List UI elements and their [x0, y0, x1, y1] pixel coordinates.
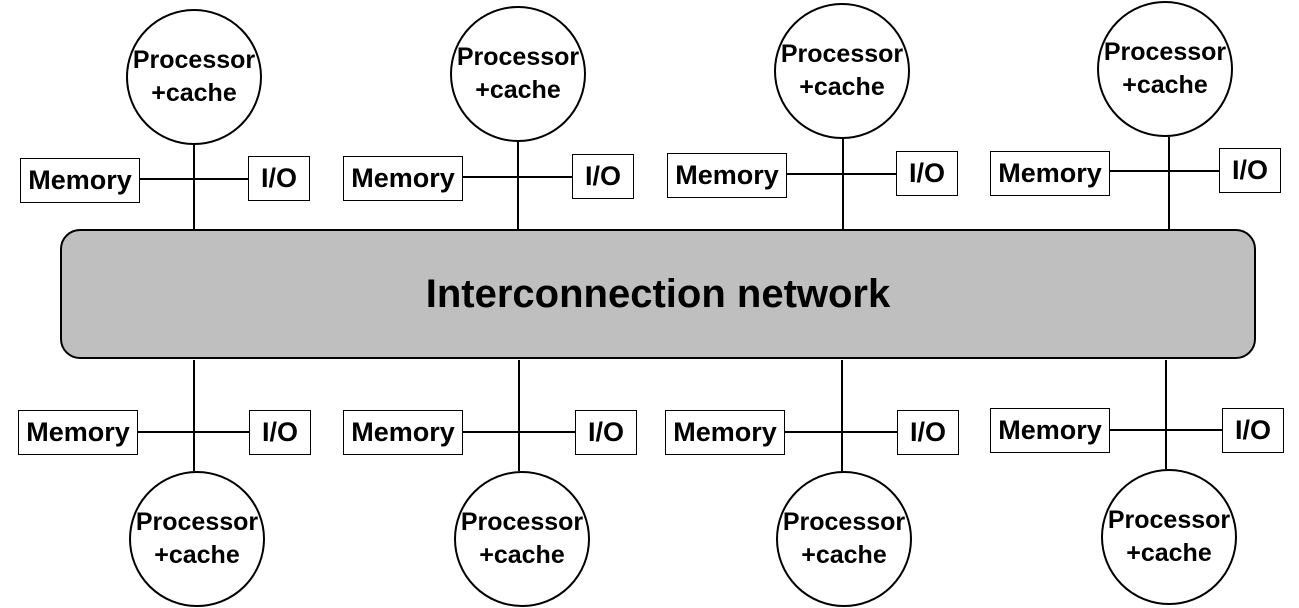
- memory-box-top-2: Memory: [343, 156, 463, 201]
- processor-label: Processor: [780, 40, 904, 68]
- io-box-top-1: I/O: [248, 156, 310, 201]
- processor-label: Processor: [782, 508, 906, 536]
- io-box-bottom-2: I/O: [575, 410, 637, 455]
- interconnection-network: Interconnection network: [60, 229, 1256, 359]
- processor-node-bottom-1: Processor +cache: [129, 471, 265, 607]
- memory-box-top-4: Memory: [990, 151, 1110, 196]
- processor-label: Processor: [1107, 506, 1231, 534]
- cache-label: +cache: [154, 541, 240, 569]
- network-label: Interconnection network: [425, 271, 891, 316]
- processor-label: Processor: [132, 46, 256, 74]
- processor-node-top-1: Processor +cache: [126, 9, 262, 145]
- io-box-top-4: I/O: [1219, 148, 1281, 193]
- memory-box-bottom-4: Memory: [990, 408, 1110, 453]
- processor-node-top-3: Processor +cache: [774, 3, 910, 139]
- memory-box-top-3: Memory: [667, 153, 787, 198]
- io-box-top-2: I/O: [572, 154, 634, 199]
- io-box-bottom-3: I/O: [897, 410, 959, 455]
- memory-box-bottom-1: Memory: [18, 410, 138, 455]
- processor-node-bottom-2: Processor +cache: [454, 471, 590, 607]
- cache-label: +cache: [475, 76, 561, 104]
- processor-label: Processor: [1103, 38, 1227, 66]
- cache-label: +cache: [1122, 71, 1208, 99]
- memory-box-bottom-2: Memory: [343, 410, 463, 455]
- io-box-top-3: I/O: [896, 151, 958, 196]
- processor-label: Processor: [460, 508, 584, 536]
- memory-box-bottom-3: Memory: [665, 410, 785, 455]
- processor-node-bottom-4: Processor +cache: [1101, 469, 1237, 605]
- io-box-bottom-1: I/O: [249, 410, 311, 455]
- io-box-bottom-4: I/O: [1222, 408, 1284, 453]
- cache-label: +cache: [1126, 539, 1212, 567]
- processor-label: Processor: [135, 508, 259, 536]
- processor-node-bottom-3: Processor +cache: [776, 471, 912, 607]
- cache-label: +cache: [479, 541, 565, 569]
- cache-label: +cache: [151, 79, 237, 107]
- cache-label: +cache: [799, 73, 885, 101]
- processor-node-top-4: Processor +cache: [1097, 1, 1233, 137]
- processor-label: Processor: [456, 43, 580, 71]
- cache-label: +cache: [801, 541, 887, 569]
- memory-box-top-1: Memory: [20, 158, 140, 203]
- processor-node-top-2: Processor +cache: [450, 6, 586, 142]
